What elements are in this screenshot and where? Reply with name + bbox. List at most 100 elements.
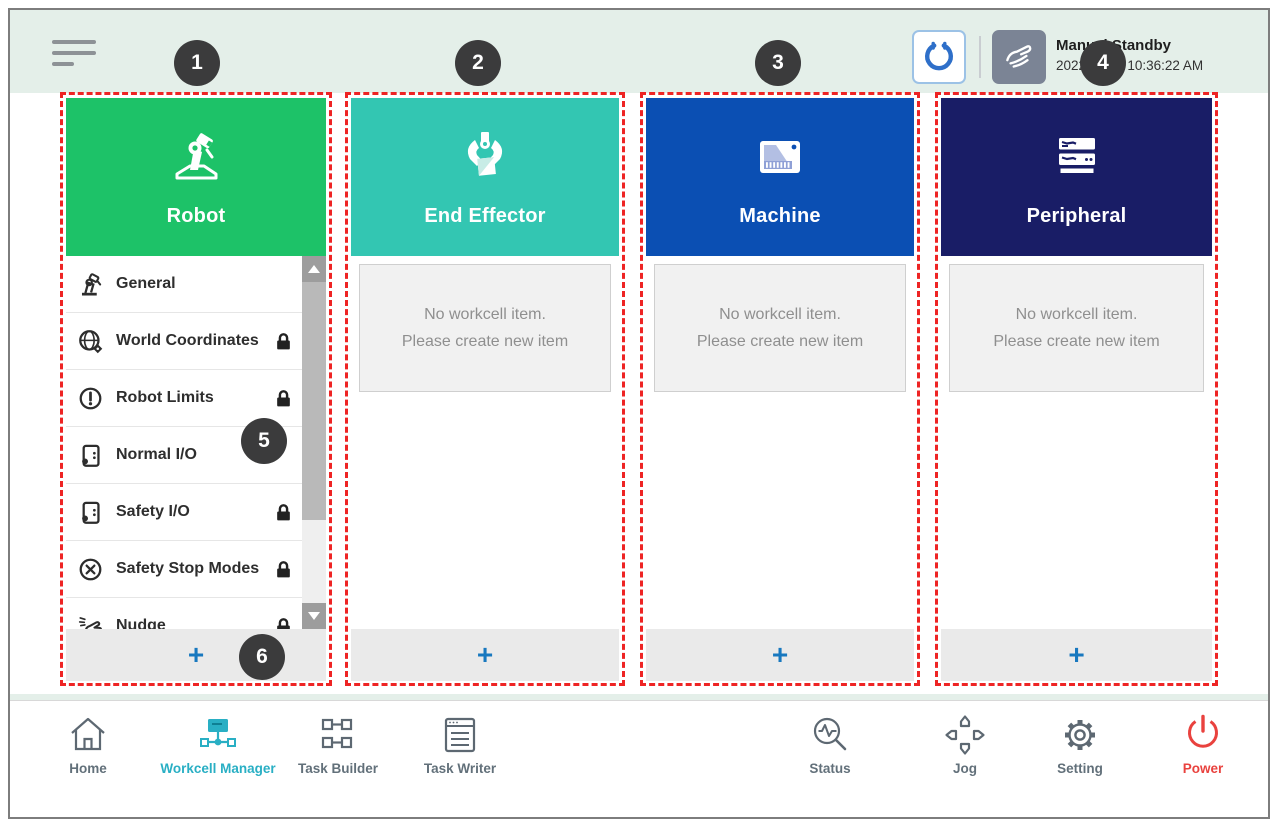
empty-state: No workcell item. Please create new item xyxy=(949,264,1204,392)
nav-task-builder-label: Task Builder xyxy=(297,761,379,776)
setting-icon xyxy=(1065,720,1095,750)
lock-icon xyxy=(277,617,290,629)
hand-teach-icon xyxy=(1006,45,1032,68)
io-icon xyxy=(82,444,100,467)
end-effector-add-item-button[interactable]: + xyxy=(351,629,619,681)
robot-limits-icon xyxy=(79,387,102,409)
world-coordinates-icon xyxy=(79,329,103,353)
divider xyxy=(979,36,981,78)
machine-column-header[interactable]: Machine xyxy=(646,98,914,256)
peripheral-server-icon xyxy=(1058,137,1095,173)
empty-state-line2: Please create new item xyxy=(993,333,1160,350)
robot-add-item-button[interactable]: + xyxy=(66,629,326,681)
nav-home[interactable]: Home xyxy=(23,712,153,776)
end-effector-column: End Effector No workcell item. Please cr… xyxy=(345,92,625,686)
home-icon xyxy=(71,717,105,751)
lock-icon xyxy=(277,389,290,406)
menu-item-label: General xyxy=(116,275,176,292)
end-effector-list: No workcell item. Please create new item xyxy=(351,256,619,629)
machine-add-item-button[interactable]: + xyxy=(646,629,914,681)
lock-icon xyxy=(277,503,290,520)
empty-state-line1: No workcell item. xyxy=(1015,306,1138,323)
empty-state-line2: Please create new item xyxy=(401,333,569,350)
robot-arm-icon xyxy=(81,272,102,296)
menu-item-safety-io[interactable]: Safety I/O xyxy=(66,484,326,541)
machine-column: Machine No workcell item. Please create … xyxy=(640,92,920,686)
plus-icon: + xyxy=(187,639,205,670)
peripheral-list: No workcell item. Please create new item xyxy=(941,256,1212,629)
menu-item-label: Safety I/O xyxy=(116,503,190,520)
status-icon xyxy=(813,717,847,751)
robot-menu-list: General World Coordinates xyxy=(66,256,326,629)
callout-2: 2 xyxy=(455,40,501,86)
bottom-navbar: Home Workcell Manager Task Builder xyxy=(10,700,1268,817)
menu-item-label: World Coordinates xyxy=(116,332,259,349)
nav-task-writer-label: Task Writer xyxy=(423,761,497,776)
machine-column-title: Machine xyxy=(739,204,821,227)
plus-icon: + xyxy=(476,639,494,670)
plus-icon: + xyxy=(1068,639,1085,670)
menu-item-label: Nudge xyxy=(116,617,166,629)
menu-item-general[interactable]: General xyxy=(66,256,326,313)
nav-setting[interactable]: Setting xyxy=(1015,712,1145,776)
nav-workcell-manager[interactable]: Workcell Manager xyxy=(138,712,298,776)
task-writer-icon xyxy=(444,717,476,753)
menu-item-nudge[interactable]: Nudge xyxy=(66,598,326,629)
nav-power[interactable]: Power xyxy=(1138,712,1268,776)
nav-power-label: Power xyxy=(1182,761,1224,776)
gripper-icon xyxy=(925,41,953,71)
robot-column-header[interactable]: Robot xyxy=(66,98,326,256)
hand-teach-button[interactable] xyxy=(992,30,1046,84)
scroll-down-button[interactable] xyxy=(302,603,326,629)
nav-setting-label: Setting xyxy=(1057,761,1103,776)
task-builder-icon xyxy=(321,718,353,749)
nav-workcell-manager-label: Workcell Manager xyxy=(160,761,276,776)
menu-item-label: Robot Limits xyxy=(116,389,214,406)
peripheral-column: Peripheral No workcell item. Please crea… xyxy=(935,92,1218,686)
nudge-hand-icon xyxy=(78,616,102,629)
callout-5: 5 xyxy=(241,418,287,464)
io-icon xyxy=(82,501,100,524)
nav-task-writer[interactable]: Task Writer xyxy=(395,712,525,776)
callout-3: 3 xyxy=(755,40,801,86)
machine-icon xyxy=(760,140,800,173)
end-effector-column-title: End Effector xyxy=(424,204,546,227)
gripper-toggle-button[interactable] xyxy=(912,30,966,84)
peripheral-column-header[interactable]: Peripheral xyxy=(941,98,1212,256)
lock-icon xyxy=(277,560,290,577)
menu-item-world-coordinates[interactable]: World Coordinates xyxy=(66,313,326,370)
menu-item-safety-stop-modes[interactable]: Safety Stop Modes xyxy=(66,541,326,598)
lock-icon xyxy=(277,332,290,349)
peripheral-add-item-button[interactable]: + xyxy=(941,629,1212,681)
menu-item-robot-limits[interactable]: Robot Limits xyxy=(66,370,326,427)
end-effector-column-header[interactable]: End Effector xyxy=(351,98,619,256)
safety-stop-icon xyxy=(79,558,102,580)
robot-arm-icon xyxy=(175,132,218,179)
machine-list: No workcell item. Please create new item xyxy=(646,256,914,629)
nav-task-builder[interactable]: Task Builder xyxy=(273,712,403,776)
menu-item-normal-io[interactable]: Normal I/O xyxy=(66,427,326,484)
empty-state: No workcell item. Please create new item xyxy=(654,264,906,392)
empty-state-line1: No workcell item. xyxy=(719,306,841,323)
scrollbar[interactable] xyxy=(302,256,326,629)
empty-state-line2: Please create new item xyxy=(696,333,864,350)
callout-1: 1 xyxy=(174,40,220,86)
menu-item-label: Safety Stop Modes xyxy=(116,560,260,577)
nav-status[interactable]: Status xyxy=(765,712,895,776)
plus-icon: + xyxy=(771,639,789,670)
workcell-manager-icon xyxy=(200,719,236,747)
empty-state: No workcell item. Please create new item xyxy=(359,264,611,392)
callout-6: 6 xyxy=(239,634,285,680)
scrollbar-thumb[interactable] xyxy=(302,282,326,520)
menu-icon[interactable] xyxy=(52,40,98,70)
robot-column-title: Robot xyxy=(166,204,226,227)
callout-4: 4 xyxy=(1080,40,1126,86)
scroll-up-button[interactable] xyxy=(302,256,326,282)
menu-item-label: Normal I/O xyxy=(116,446,197,463)
robot-column: Robot General xyxy=(60,92,332,686)
jog-icon xyxy=(945,715,985,755)
nav-home-label: Home xyxy=(69,761,107,776)
empty-state-line1: No workcell item. xyxy=(424,306,546,323)
nav-jog[interactable]: Jog xyxy=(900,712,1030,776)
